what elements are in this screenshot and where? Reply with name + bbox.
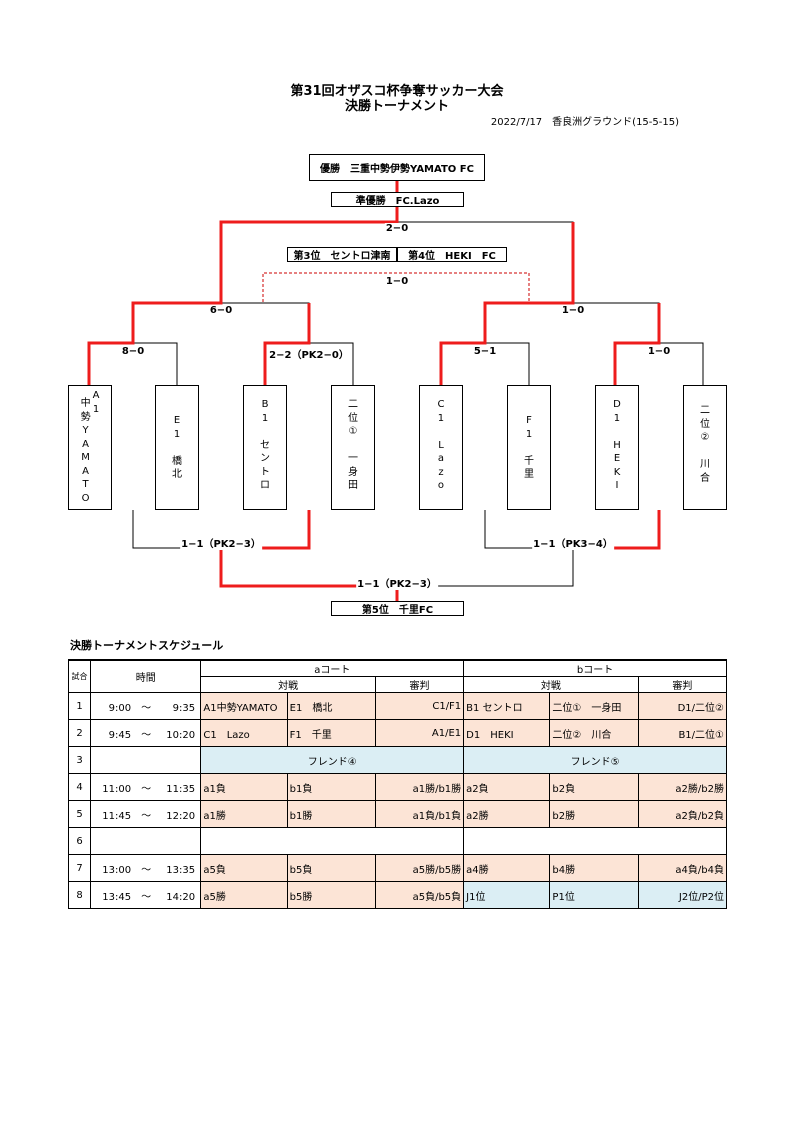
head-match: 試合	[67, 659, 92, 693]
runner-up-box: 準優勝 FC.Lazo	[331, 192, 464, 207]
table-row: 3 フレンド④ フレンド⑤	[67, 746, 727, 774]
schedule-title: 決勝トーナメントスケジュール	[70, 639, 224, 652]
head-taisen-b: 対戦	[463, 676, 639, 693]
fifth-place-box: 第5位 千里FC	[331, 601, 464, 616]
head-shinpan-a: 審判	[374, 676, 465, 693]
table-row: 4 11:00〜11:35 a1負 b1負 a1勝/b1勝 a2負 b2負 a2…	[67, 773, 728, 801]
score-qf4: 1−0	[646, 346, 672, 357]
score-semi-left: 6−0	[208, 305, 234, 316]
head-taisen-a: 対戦	[200, 676, 376, 693]
score-qf3: 5−1	[472, 346, 498, 357]
table-row: 6	[67, 827, 727, 855]
champion-box: 優勝 三重中勢伊勢YAMATO FC	[309, 154, 485, 181]
score-lower-left: 1−1（PK2−3）	[180, 535, 262, 550]
score-lower-final: 1−1（PK2−3）	[356, 575, 438, 590]
head-court-a: aコート	[200, 659, 465, 677]
table-row: 8 13:45〜14:20 a5勝 b5勝 a5負/b5負 J1位 P1位 J2…	[67, 881, 728, 909]
score-qf2: 2−2（PK2−0）	[268, 346, 350, 361]
score-final: 2−0	[384, 223, 410, 234]
date-venue: 2022/7/17 香良洲グラウンド(15-5-15)	[490, 117, 679, 128]
table-row: 7 13:00〜13:35 a5負 b5負 a5勝/b5勝 a4勝 b4勝 a4…	[67, 854, 728, 882]
table-row: 1 9:00〜9:35 A1中勢YAMATO E1 橋北 C1/F1 B1 セン…	[67, 692, 728, 720]
bracket-lines	[87, 181, 704, 601]
table-row: 2 9:45〜10:20 C1 Lazo F1 千里 A1/E1 D1 HEKI…	[67, 719, 728, 747]
page-subtitle: 決勝トーナメント	[344, 99, 449, 114]
schedule-table: 試合 時間 aコート bコート 対戦 審判 対戦 審判 1 9:00〜9:35 …	[67, 659, 728, 909]
score-qf1: 8−0	[120, 346, 146, 357]
head-court-b: bコート	[463, 659, 727, 677]
head-time: 時間	[90, 659, 202, 693]
score-third-match: 1−0	[384, 276, 410, 287]
score-lower-right: 1−1（PK3−4）	[532, 535, 614, 550]
fourth-place-box: 第4位 HEKI FC	[397, 247, 507, 262]
head-shinpan-b: 審判	[637, 676, 728, 693]
page-title: 第31回オザスコ杯争奪サッカー大会	[290, 84, 504, 99]
score-semi-right: 1−0	[560, 305, 586, 316]
table-row: 5 11:45〜12:20 a1勝 b1勝 a1負/b1負 a2勝 b2勝 a2…	[67, 800, 728, 828]
third-place-box: 第3位 セントロ津南	[287, 247, 397, 262]
